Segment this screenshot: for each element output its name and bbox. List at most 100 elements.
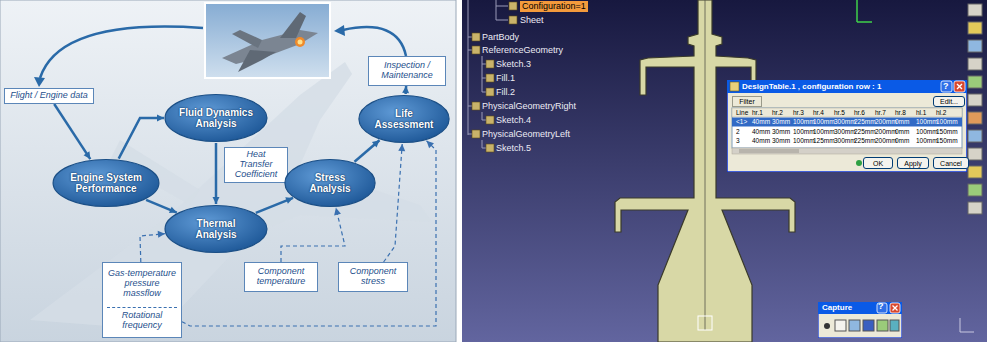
tree-item: Fill.1 bbox=[496, 73, 515, 84]
table-cell: 200mm bbox=[875, 137, 897, 145]
text-holder: Stress Analysis bbox=[295, 172, 365, 195]
flow-connector bbox=[146, 200, 177, 213]
close-icon bbox=[893, 306, 898, 311]
ellipse-outline bbox=[53, 160, 159, 207]
button-label: Edit... bbox=[940, 97, 958, 106]
jet-photo bbox=[205, 3, 330, 78]
node-label: Heat Transfer Coefficient bbox=[229, 150, 283, 180]
table-body bbox=[732, 108, 962, 148]
tree-item: PartBody bbox=[482, 32, 519, 43]
button-label: Cancel bbox=[940, 159, 962, 168]
cad-viewport bbox=[462, 0, 987, 342]
table-cell: 30mm bbox=[772, 118, 790, 126]
help-button bbox=[941, 81, 952, 92]
arrowhead bbox=[84, 151, 91, 159]
center-line bbox=[705, 0, 706, 330]
toolbar-window: Capture bbox=[818, 302, 902, 338]
button-label: OK bbox=[873, 159, 883, 168]
table-cell: 40mm bbox=[752, 128, 770, 136]
dialog-button: OK bbox=[863, 157, 893, 169]
ellipse-outline bbox=[359, 96, 449, 143]
table-header-cell: hr.6 bbox=[854, 109, 865, 117]
window-title: Capture bbox=[822, 303, 852, 313]
tree-item: PhysicalGeometryRight bbox=[482, 101, 576, 112]
origin-marker bbox=[698, 316, 712, 330]
process-ellipse: Thermal Analysis bbox=[164, 204, 268, 254]
table-cell: 100mm bbox=[916, 128, 938, 136]
tool-icon bbox=[824, 323, 830, 329]
button-label: Filter bbox=[739, 97, 755, 106]
scroll-thumb bbox=[739, 149, 799, 153]
close-button bbox=[954, 81, 965, 92]
flow-connector bbox=[355, 140, 380, 162]
tree-item: Sketch.3 bbox=[496, 59, 531, 70]
table-cell: 200mm bbox=[875, 118, 897, 126]
tool-icon bbox=[890, 320, 899, 331]
process-ellipse: Engine System Performance bbox=[52, 158, 160, 208]
table-cell: 300mm bbox=[834, 137, 856, 145]
tree-item: Sketch.5 bbox=[496, 143, 531, 154]
arrowhead bbox=[398, 144, 405, 151]
data-box: Component temperature bbox=[244, 262, 318, 292]
arrowhead bbox=[427, 141, 434, 148]
close-icon bbox=[957, 84, 962, 89]
node-label: Gas-temperature pressure massflow bbox=[107, 269, 177, 299]
tree-item: Sheet bbox=[520, 15, 544, 26]
text-holder: Fluid Dynamics Analysis bbox=[177, 107, 256, 130]
table-cell: 300mm bbox=[834, 118, 856, 126]
node-label: Life Assessment bbox=[369, 108, 439, 131]
table-cell: 0mm bbox=[895, 118, 909, 126]
tree-item: ReferenceGeometry bbox=[482, 45, 563, 56]
window-icon bbox=[730, 82, 739, 91]
dialog-button: Apply bbox=[897, 157, 929, 169]
flow-connector bbox=[256, 198, 293, 213]
data-box: Component stress bbox=[338, 262, 408, 292]
node-label: Inspection / Maintenance bbox=[373, 61, 441, 81]
table-header-cell: hr.8 bbox=[895, 109, 906, 117]
table-cell: 225mm bbox=[854, 128, 876, 136]
table-cell: 100mm bbox=[916, 118, 938, 126]
help-mark: ? bbox=[943, 81, 949, 92]
dialog-button: Edit... bbox=[933, 96, 965, 107]
table-cell: 100mm bbox=[936, 118, 958, 126]
table-cell: 150mm bbox=[936, 128, 958, 136]
flow-connector bbox=[215, 143, 218, 204]
ok-icon bbox=[856, 160, 862, 166]
table-cell: 100mm bbox=[916, 137, 938, 145]
table-header-cell: hr.4 bbox=[813, 109, 824, 117]
table-header-cell: hl.2 bbox=[936, 109, 946, 117]
text-holder: Thermal Analysis bbox=[177, 218, 256, 241]
table-cell: 100mm bbox=[793, 118, 815, 126]
tool-icon bbox=[863, 320, 874, 331]
help-mark: ? bbox=[878, 301, 884, 312]
dialog-frame bbox=[727, 80, 967, 172]
node-label: Fluid Dynamics Analysis bbox=[177, 107, 256, 130]
node-label: Rotational frequency bbox=[107, 307, 177, 331]
arrowhead bbox=[34, 77, 45, 87]
ellipse-outline bbox=[165, 95, 267, 142]
process-ellipse: Life Assessment bbox=[358, 94, 450, 144]
axis-triad bbox=[857, 0, 872, 22]
data-box: Inspection / Maintenance bbox=[368, 56, 446, 86]
process-ellipse: Fluid Dynamics Analysis bbox=[164, 93, 268, 143]
dashed-connector bbox=[384, 144, 403, 262]
node-label: Stress Analysis bbox=[295, 172, 365, 195]
selected-row bbox=[732, 118, 962, 127]
dashed-connector bbox=[140, 234, 165, 262]
table-cell: 150mm bbox=[936, 137, 958, 145]
arrowhead bbox=[402, 86, 409, 93]
arrowhead bbox=[334, 25, 345, 36]
flow-arrow bbox=[343, 27, 406, 56]
process-ellipse: Stress Analysis bbox=[284, 158, 376, 208]
arrowhead bbox=[213, 197, 220, 204]
node-label: Engine System Performance bbox=[65, 172, 147, 195]
arrowhead bbox=[285, 197, 293, 203]
data-box: Heat Transfer Coefficient bbox=[224, 147, 288, 183]
dashed-connector bbox=[281, 208, 345, 262]
tool-icon bbox=[877, 320, 888, 331]
arrowhead bbox=[372, 140, 380, 147]
ellipse-outline bbox=[165, 206, 267, 253]
table-cell: 300mm bbox=[834, 128, 856, 136]
node-label: Component temperature bbox=[249, 267, 313, 287]
